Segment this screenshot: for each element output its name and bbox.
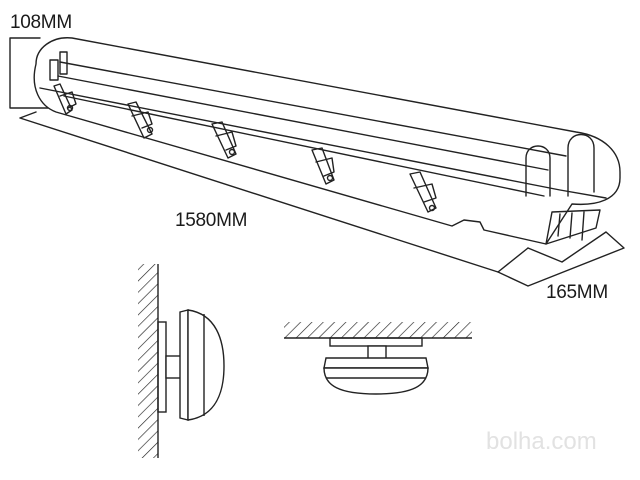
- height-dimension-bracket: [9, 37, 49, 109]
- left-end-cap-tab: [49, 59, 59, 81]
- ceiling-mount-view: [284, 322, 472, 395]
- width-dimension-lines: [497, 231, 625, 287]
- diffuser-inner-edge: [57, 75, 549, 171]
- height-dimension-label: 108MM: [10, 12, 72, 33]
- clip-2: [127, 101, 153, 139]
- diffuser-top-edge: [59, 61, 567, 157]
- watermark-text: bolha.com: [486, 428, 597, 455]
- length-dimension-lines: [19, 111, 529, 273]
- diffuser-lower-edge: [63, 95, 545, 197]
- fixture-housing: [33, 37, 621, 245]
- clip-4: [311, 147, 335, 185]
- end-knob-left: [525, 145, 551, 197]
- end-knob-right: [567, 133, 595, 197]
- left-end-cap-tab-2: [59, 51, 68, 75]
- clip-3: [211, 121, 237, 159]
- clip-5: [409, 171, 437, 213]
- end-cap-face: [545, 209, 601, 245]
- housing-rim: [39, 87, 607, 199]
- wall-mount-view: [138, 264, 225, 458]
- length-dimension-label: 1580MM: [175, 210, 248, 231]
- width-dimension-label: 165MM: [546, 282, 608, 303]
